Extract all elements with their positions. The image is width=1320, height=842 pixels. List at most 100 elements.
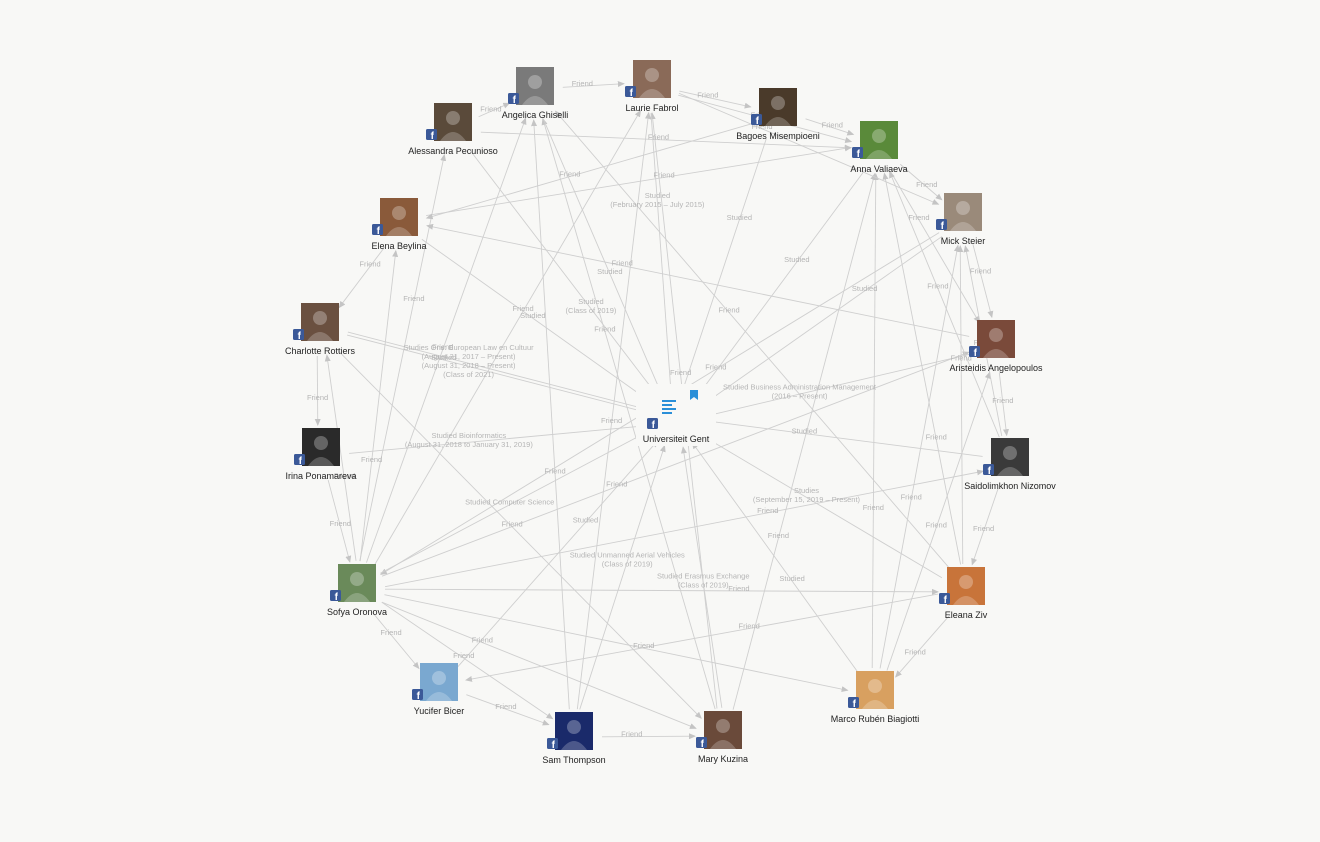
- facebook-icon: f: [848, 697, 859, 710]
- facebook-icon: f: [547, 738, 558, 751]
- facebook-icon: f: [647, 418, 658, 431]
- edge-marco-mick: [879, 244, 960, 669]
- edge-label-mick-aristeidis: Friend: [970, 266, 991, 275]
- edge-irina-ugent: [349, 423, 650, 454]
- svg-text:f: f: [974, 348, 978, 359]
- edge-label-angelica-laurie: Friend: [572, 79, 593, 88]
- edge-alessandra-ugent: [469, 149, 660, 399]
- facebook-icon: f: [426, 129, 437, 142]
- person-name-label: Anna Valiaeva: [850, 164, 907, 174]
- facebook-icon: f: [372, 224, 383, 237]
- edge-eleana-mick: [957, 245, 964, 565]
- edge-label-eleana-ugent: Studies(September 15, 2019 – Present): [753, 486, 861, 504]
- edge-label-aristeidis-ugent: Studied Business Administration Manageme…: [723, 383, 877, 401]
- edge-label-sofya-charlotte: Friend: [334, 472, 355, 481]
- edge-label-anna-mick: Friend: [916, 180, 937, 189]
- edge-label-elena-ugent: Studied: [520, 311, 545, 320]
- university-logo-icon: [662, 390, 698, 414]
- facebook-icon: f: [852, 147, 863, 160]
- edge-mick-ugent: [699, 236, 943, 407]
- profile-photo: [704, 711, 742, 749]
- profile-photo: [338, 564, 376, 602]
- edge-mary-ugent: [681, 446, 723, 708]
- edge-label-alessandra-ugent: Studied(Class of 2019): [566, 297, 617, 315]
- person-name-label: Elena Beylina: [371, 241, 426, 251]
- svg-text:f: f: [944, 595, 948, 606]
- facebook-icon: f: [696, 737, 707, 750]
- svg-text:f: f: [298, 331, 302, 342]
- edge-label-aristeidis-elena: Friend: [612, 259, 633, 268]
- person-name-label: Angelica Ghiselli: [502, 110, 569, 120]
- edge-eleana-anna: [882, 172, 962, 565]
- edge-sofya-yucifer: [372, 612, 420, 670]
- edge-label-angelica-ugent: Studied: [597, 267, 622, 276]
- edge-label-sam-ugent: Studied Unmanned Aerial Vehicles(Class o…: [570, 550, 685, 568]
- edge-label-sofya-eleana: Friend: [728, 584, 749, 593]
- person-name-label: Mick Steier: [941, 236, 986, 246]
- edge-aristeidis-elena: [426, 223, 970, 337]
- edge-label-saidolimkhon-ugent: Studied: [792, 427, 817, 436]
- edge-label-sofya-ugent: Studied Computer Science: [465, 498, 554, 507]
- edge-label-saidolimkhon-anna: Friend: [927, 282, 948, 291]
- profile-photo: [420, 663, 458, 701]
- edge-label-eleana-mick: Friend: [951, 354, 972, 363]
- facebook-icon: f: [969, 346, 980, 359]
- edge-alessandra-angelica: [478, 102, 511, 118]
- edge-label-sofya-elena: Friend: [361, 455, 382, 464]
- edge-label-sam-angelica: Friend: [544, 467, 565, 476]
- edge-saidolimkhon-eleana: [971, 488, 999, 566]
- person-name-label: Alessandra Pecunioso: [408, 146, 498, 156]
- edge-sofya-sam: [381, 601, 554, 720]
- edge-label-mary-laurie: Friend: [670, 368, 691, 377]
- edge-charlotte-ugent: [347, 331, 651, 412]
- person-name-label: Sam Thompson: [542, 755, 605, 765]
- edge-sofya-eleana: [384, 588, 940, 595]
- edge-sofya-laurie: [373, 109, 641, 567]
- svg-text:f: f: [652, 420, 656, 431]
- edge-label-yucifer-sam: Friend: [495, 702, 516, 711]
- edge-eleana-marco: [895, 614, 951, 678]
- profile-photo: [944, 193, 982, 231]
- edge-charlotte-ugent: [346, 334, 650, 415]
- facebook-icon: f: [751, 114, 762, 127]
- svg-text:f: f: [701, 739, 705, 750]
- facebook-icon: f: [293, 329, 304, 342]
- profile-photo: [947, 567, 985, 605]
- edge-elena-charlotte: [338, 246, 385, 309]
- profile-photo: [516, 67, 554, 105]
- edge-label-mary-anna: Friend: [768, 531, 789, 540]
- edge-sam-laurie: [576, 111, 651, 710]
- person-name-label: Bagoes Misempioeni: [736, 131, 820, 141]
- edge-label-alessandra-anna: Friend: [648, 133, 669, 142]
- edge-label-eleana-yucifer: Friend: [739, 621, 760, 630]
- edge-label-anna-ugent: Studied: [784, 255, 809, 264]
- edge-sam-mary: [601, 733, 697, 740]
- edge-saidolimkhon-ugent: [703, 418, 983, 457]
- edge-label-sofya-aristeidis: Friend: [606, 480, 627, 489]
- bookmark-icon: [690, 390, 698, 400]
- edge-sofya-ugent: [380, 429, 651, 574]
- edge-label-charlotte-ugent: Studies Ons: European Law en Cultuur(Aug…: [404, 343, 535, 379]
- edge-label-marco-ugent: Studied: [779, 574, 804, 583]
- edge-label-charlotte-ugent: Studied: [431, 353, 456, 362]
- edge-anna-ugent: [694, 170, 866, 401]
